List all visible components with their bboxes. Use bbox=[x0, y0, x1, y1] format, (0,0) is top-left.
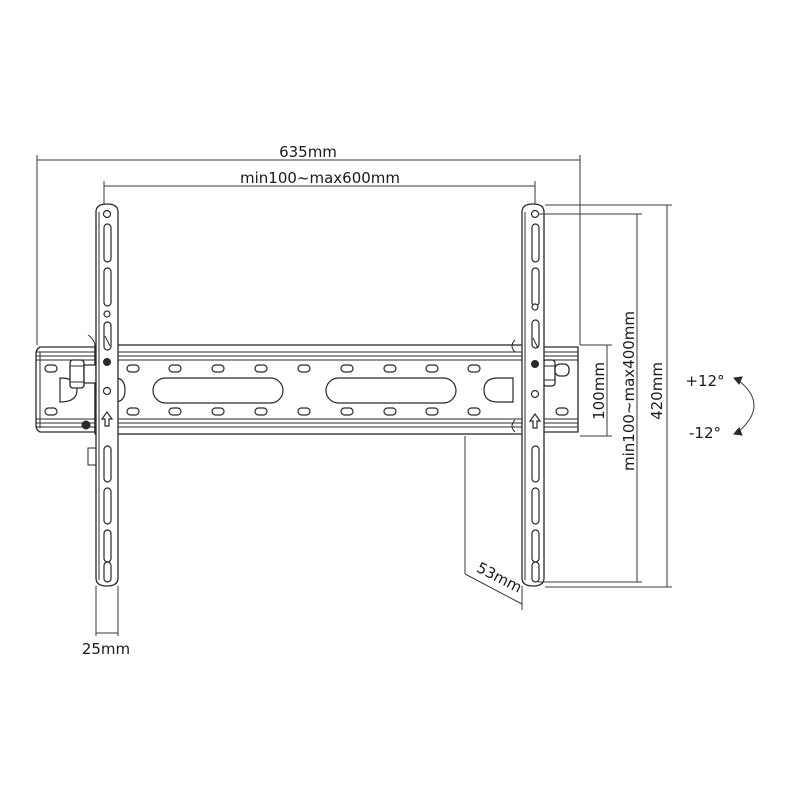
large-slot-row bbox=[59, 377, 514, 404]
arrow-head-icon bbox=[733, 376, 743, 385]
tilt-down-label: -12° bbox=[689, 424, 721, 442]
dimension-vesa-horizontal: min100~max600mm bbox=[103, 169, 536, 210]
vesa-horizontal-label: min100~max600mm bbox=[240, 169, 400, 187]
depth-label: 53mm bbox=[474, 559, 525, 597]
wall-plate bbox=[35, 344, 579, 435]
right-vertical-arm bbox=[521, 203, 545, 587]
up-arrow-icon bbox=[528, 412, 542, 429]
arm-height-label: 420mm bbox=[648, 362, 666, 420]
overall-width-label: 635mm bbox=[279, 143, 337, 161]
arrow-head-icon bbox=[733, 427, 743, 436]
dimension-overall-width: 635mm bbox=[36, 143, 581, 345]
dimension-arm-height: 420mm bbox=[545, 204, 672, 588]
dimension-arm-width: 25mm bbox=[82, 586, 130, 658]
tilt-arc-icon bbox=[737, 379, 755, 433]
plate-height-label: 100mm bbox=[590, 362, 608, 420]
dimension-depth: 53mm bbox=[464, 436, 525, 610]
arm-width-label: 25mm bbox=[82, 640, 130, 658]
left-locking-knob bbox=[69, 334, 97, 466]
tilt-indicator: +12° -12° bbox=[685, 372, 755, 442]
dimension-plate-height: 100mm bbox=[580, 344, 612, 437]
top-slot-row bbox=[44, 364, 481, 373]
left-vertical-arm bbox=[95, 203, 119, 587]
bottom-slot-row bbox=[44, 407, 569, 416]
dimension-vesa-vertical: min100~max400mm bbox=[538, 213, 642, 583]
vesa-vertical-label: min100~max400mm bbox=[620, 311, 638, 471]
up-arrow-icon bbox=[100, 410, 114, 427]
tilt-up-label: +12° bbox=[685, 372, 724, 390]
